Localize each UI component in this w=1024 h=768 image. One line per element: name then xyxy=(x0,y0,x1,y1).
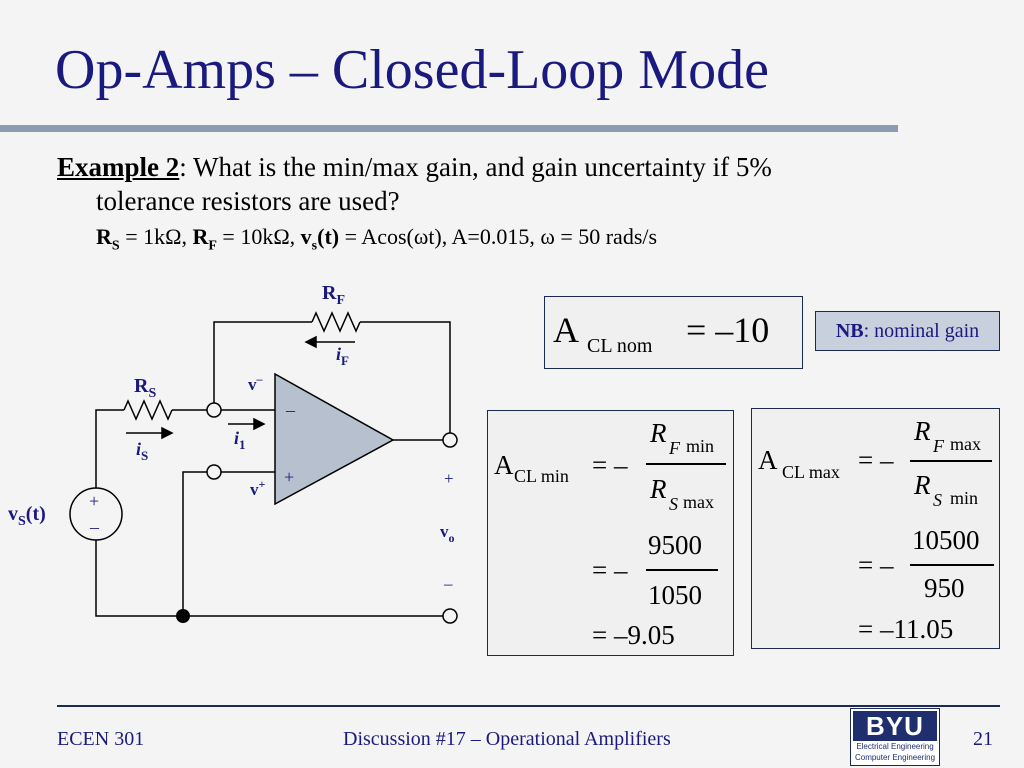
logo-line-2: Computer Engineering xyxy=(854,753,936,762)
opamp-triangle xyxy=(274,372,395,506)
source-minus-sign: – xyxy=(89,517,100,537)
max-numerator-r: R xyxy=(914,416,931,446)
min-fraction-bar-2 xyxy=(646,569,718,571)
feedback-wire-right xyxy=(360,321,451,440)
output-minus-sign: – xyxy=(443,574,453,593)
is-label: iS xyxy=(136,439,148,463)
max-numerator-sub: F xyxy=(933,436,944,456)
bullet-line-1: Example 2: What is the min/max gain, and… xyxy=(57,152,772,183)
rs-label: RS xyxy=(134,375,156,401)
footer-title: Discussion #17 – Operational Amplifiers xyxy=(343,728,671,750)
max-denominator-r: R xyxy=(914,470,931,500)
min-equals-2: = – xyxy=(592,555,628,585)
nb-note: NB: nominal gain xyxy=(815,311,1000,351)
min-numerator-r: R xyxy=(650,418,667,448)
if-label: iF xyxy=(336,344,349,368)
noninverting-node-terminal xyxy=(206,464,222,480)
byu-logo: BYU Electrical Engineering Computer Engi… xyxy=(850,708,940,766)
slide-title: Op-Amps – Closed-Loop Mode xyxy=(55,39,769,101)
opamp-plus-sign: + xyxy=(284,467,294,487)
max-equals-2: = – xyxy=(858,550,894,580)
vs-subscript: s xyxy=(311,238,318,254)
is-arrowhead xyxy=(161,426,174,440)
vs-argument: (t) xyxy=(317,224,340,249)
nb-text: : nominal gain xyxy=(863,320,980,342)
min-denominator-value: 1050 xyxy=(648,580,702,610)
rf-value: = 10kΩ, xyxy=(216,224,301,249)
min-equals-1: = – xyxy=(592,450,628,480)
max-numerator-value: 10500 xyxy=(912,525,980,555)
rf-resistor-zigzag xyxy=(311,311,361,333)
opamp-minus-sign: – xyxy=(285,400,296,420)
nominal-a-symbol: A xyxy=(553,310,579,350)
min-a-symbol: A xyxy=(494,450,514,480)
max-denominator-tag: min xyxy=(950,488,979,508)
nominal-a-subscript: CL nom xyxy=(587,335,653,357)
max-numerator-tag: max xyxy=(950,434,981,454)
i1-label: i1 xyxy=(234,428,246,452)
nominal-gain-value: = –10 xyxy=(686,310,770,350)
rs-subscript: S xyxy=(111,238,120,254)
logo-line-1: Electrical Engineering xyxy=(856,742,934,751)
rf-symbol: R xyxy=(192,224,209,249)
source-plus-sign: + xyxy=(89,491,99,511)
ground-junction-dot xyxy=(176,609,190,623)
footer-course: ECEN 301 xyxy=(57,728,145,750)
max-fraction-bar-1 xyxy=(910,460,992,462)
if-arrowhead xyxy=(304,335,317,349)
page-number: 21 xyxy=(973,728,993,750)
rs-resistor-zigzag xyxy=(123,399,173,421)
voltage-source xyxy=(69,487,123,541)
title-divider xyxy=(0,125,898,132)
min-fraction-bar-1 xyxy=(646,463,726,465)
i1-arrowhead xyxy=(253,417,266,431)
min-gain-box xyxy=(487,410,734,656)
input-wire xyxy=(95,409,124,488)
inverting-node-terminal xyxy=(206,402,222,418)
output-plus-sign: + xyxy=(444,469,454,488)
circuit-diagram: RF iF RS iS i1 v– v+ – + + – vS(t) + vo … xyxy=(8,282,458,624)
vs-value: = Acos(ωt), A=0.015, ω = 50 rads/s xyxy=(339,224,658,249)
min-denominator-sub: S xyxy=(669,494,678,514)
bullet-line-2: tolerance resistors are used? xyxy=(96,186,400,216)
logo-wordmark: BYU xyxy=(853,711,937,741)
max-equals-1: = – xyxy=(858,445,894,475)
min-denominator-tag: max xyxy=(683,492,714,512)
example-label: Example 2 xyxy=(57,152,180,182)
rs-value: = 1kΩ, xyxy=(119,224,193,249)
max-denominator-value: 950 xyxy=(924,573,965,603)
question-text-1: : What is the min/max gain, and gain unc… xyxy=(179,152,772,182)
min-a-subscript: CL min xyxy=(514,466,569,486)
min-denominator-r: R xyxy=(650,474,667,504)
vs-symbol: v xyxy=(300,224,312,249)
rs-symbol: R xyxy=(96,224,112,249)
min-numerator-tag: min xyxy=(686,436,715,456)
footer-divider xyxy=(57,705,1000,707)
vplus-label: v+ xyxy=(250,477,266,499)
ground-wire xyxy=(95,540,443,617)
nominal-gain-box xyxy=(544,296,803,369)
min-gain-result: = –9.05 xyxy=(592,620,675,650)
max-denominator-sub: S xyxy=(933,490,942,510)
vo-label: vo xyxy=(440,522,455,545)
plus-input-wire xyxy=(182,471,207,616)
min-numerator-sub: F xyxy=(669,438,680,458)
vs-label: vS(t) xyxy=(8,503,46,529)
feedback-wire-left xyxy=(213,321,312,410)
max-fraction-bar-2 xyxy=(910,564,994,566)
nb-label: NB xyxy=(835,320,864,342)
output-terminal-bottom xyxy=(442,608,458,624)
rf-label: RF xyxy=(322,282,345,308)
max-gain-result: = –11.05 xyxy=(858,614,954,644)
min-numerator-value: 9500 xyxy=(648,530,702,560)
output-terminal-top xyxy=(442,432,458,448)
max-a-symbol: A xyxy=(758,445,778,475)
vminus-label: v– xyxy=(248,372,264,394)
max-gain-box xyxy=(751,408,1000,649)
rf-subscript: F xyxy=(208,238,217,254)
parameters-line: RS = 1kΩ, RF = 10kΩ, vs(t) = Acos(ωt), A… xyxy=(96,224,657,254)
max-a-subscript: CL max xyxy=(782,462,840,482)
